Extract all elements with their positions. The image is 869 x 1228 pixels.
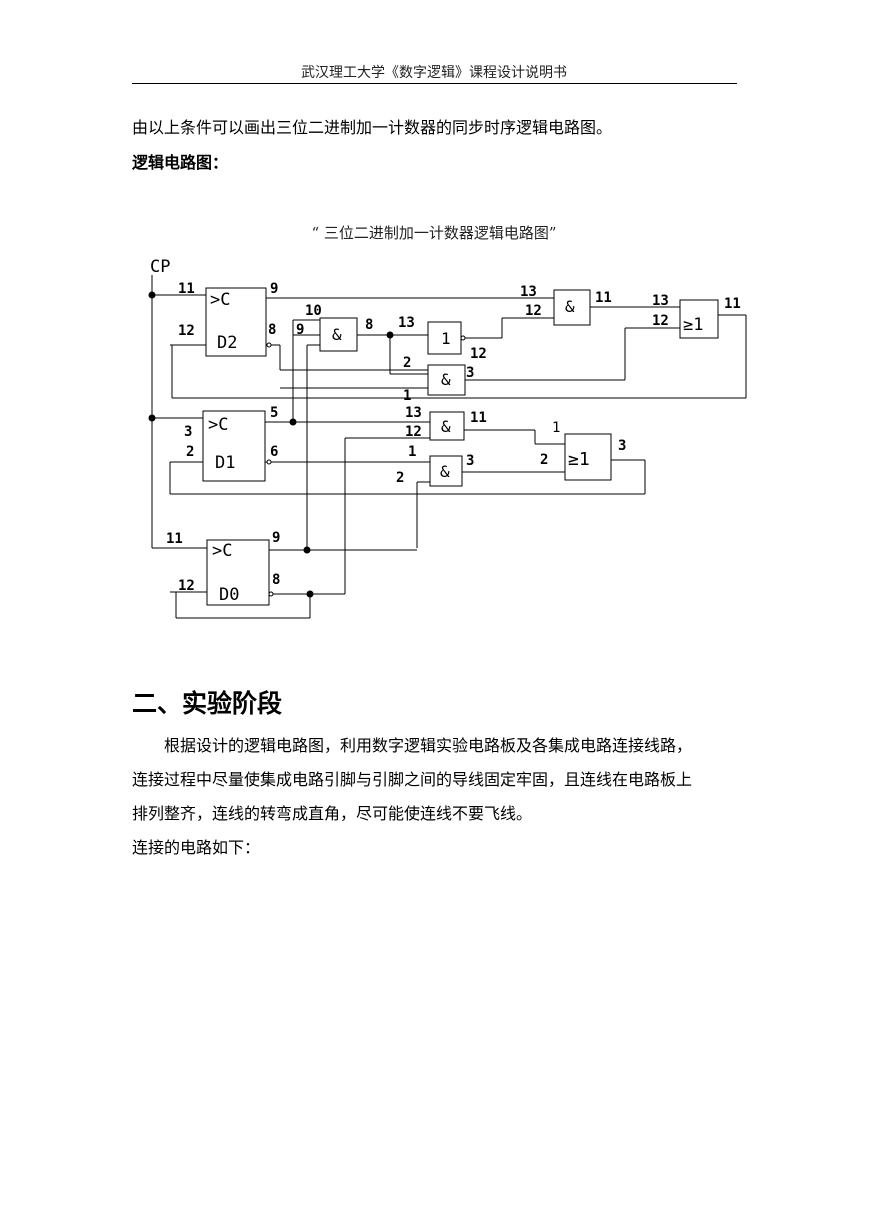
pin-label: 12 bbox=[470, 346, 487, 362]
pin-label: 9 bbox=[270, 281, 278, 297]
flipflop-d1-box bbox=[202, 410, 266, 482]
pin-label: 11 bbox=[724, 296, 741, 312]
ff-d2-clk: >C bbox=[210, 290, 230, 310]
pin-label: 3 bbox=[184, 424, 192, 440]
pin-label: 2 bbox=[186, 444, 194, 460]
pin-label: 3 bbox=[618, 438, 626, 454]
pin-label: 2 bbox=[396, 470, 404, 486]
intro-text: 由以上条件可以画出三位二进制加一计数器的同步时序逻辑电路图。 bbox=[132, 118, 613, 137]
flipflop-d0-box bbox=[206, 539, 270, 606]
pin-label: 9 bbox=[272, 530, 280, 546]
pin-label: 1 bbox=[552, 420, 560, 436]
pin-label: 10 bbox=[305, 303, 322, 319]
ff-d0-clk: >C bbox=[212, 541, 232, 561]
pin-label: 2 bbox=[540, 452, 548, 468]
and-gate-e-box bbox=[429, 455, 463, 487]
figure-caption: “ 三位二进制加一计数器逻辑电路图” bbox=[311, 224, 557, 242]
flipflop-d2-box bbox=[205, 287, 267, 357]
ff-d0-name: D0 bbox=[219, 585, 239, 605]
page-header: 武汉理工大学《数字逻辑》课程设计说明书 bbox=[301, 65, 567, 81]
not-gate-symbol: 1 bbox=[441, 329, 451, 348]
and-gate-a-symbol: & bbox=[332, 325, 342, 344]
header-rule bbox=[132, 83, 737, 84]
pin-label: 5 bbox=[270, 405, 278, 421]
and-gate-b-symbol: & bbox=[441, 370, 451, 389]
and-gate-d-symbol: & bbox=[441, 417, 451, 436]
pin-label: 12 bbox=[525, 303, 542, 319]
pin-label: 11 bbox=[470, 410, 487, 426]
pin-label: 13 bbox=[398, 315, 415, 331]
logic-circuit-diagram: CP >C D2 11 12 9 8 >C D1 3 2 5 6 >C D0 1… bbox=[148, 257, 747, 619]
or-gate-b-box bbox=[564, 433, 612, 481]
pin-label: 11 bbox=[595, 290, 612, 306]
ff-d1-clk: >C bbox=[208, 415, 228, 435]
pin-label: 6 bbox=[270, 444, 278, 460]
section-paragraph: 根据设计的逻辑电路图，利用数字逻辑实验电路板及各集成电路连接线路， 连接过程中尽… bbox=[132, 729, 742, 865]
and-gate-c-symbol: & bbox=[565, 297, 575, 316]
clock-label: CP bbox=[150, 257, 170, 277]
pin-label: 9 bbox=[296, 322, 304, 338]
paragraph-line: 排列整齐，连线的转弯成直角，尽可能使连线不要飞线。 bbox=[132, 804, 533, 823]
pin-label: 8 bbox=[272, 572, 280, 588]
paragraph-line: 根据设计的逻辑电路图，利用数字逻辑实验电路板及各集成电路连接线路， bbox=[164, 736, 693, 755]
pin-label: 2 bbox=[403, 355, 411, 371]
paragraph-line: 连接的电路如下： bbox=[132, 838, 261, 857]
and-gate-e-symbol: & bbox=[440, 462, 450, 481]
pin-label: 1 bbox=[408, 444, 416, 460]
pin-label: 12 bbox=[652, 313, 669, 329]
pin-label: 3 bbox=[466, 453, 474, 469]
pin-label: 3 bbox=[466, 365, 474, 381]
ff-d1-name: D1 bbox=[215, 453, 235, 473]
pin-label: 12 bbox=[178, 323, 195, 339]
subheading-logic-diagram: 逻辑电路图： bbox=[132, 153, 229, 172]
pin-label: 8 bbox=[268, 322, 276, 338]
ff-d2-name: D2 bbox=[217, 333, 237, 353]
or-gate-a-symbol: ≥1 bbox=[683, 315, 703, 335]
or-gate-b-symbol: ≥1 bbox=[568, 449, 590, 470]
pin-label: 11 bbox=[166, 531, 183, 547]
section-title: 二、实验阶段 bbox=[132, 689, 283, 718]
or-gate-a-box bbox=[679, 299, 719, 339]
and-gate-d-box bbox=[429, 411, 465, 441]
pin-label: 11 bbox=[178, 281, 195, 297]
pin-label: 12 bbox=[178, 578, 195, 594]
pin-label: 12 bbox=[405, 424, 422, 440]
paragraph-line: 连接过程中尽量使集成电路引脚与引脚之间的导线固定牢固，且连线在电路板上 bbox=[132, 770, 693, 789]
pin-label: 13 bbox=[520, 284, 537, 300]
pin-label: 8 bbox=[365, 317, 373, 333]
pin-label: 13 bbox=[652, 293, 669, 309]
pin-label: 13 bbox=[405, 405, 422, 421]
pin-label: 1 bbox=[403, 388, 411, 404]
